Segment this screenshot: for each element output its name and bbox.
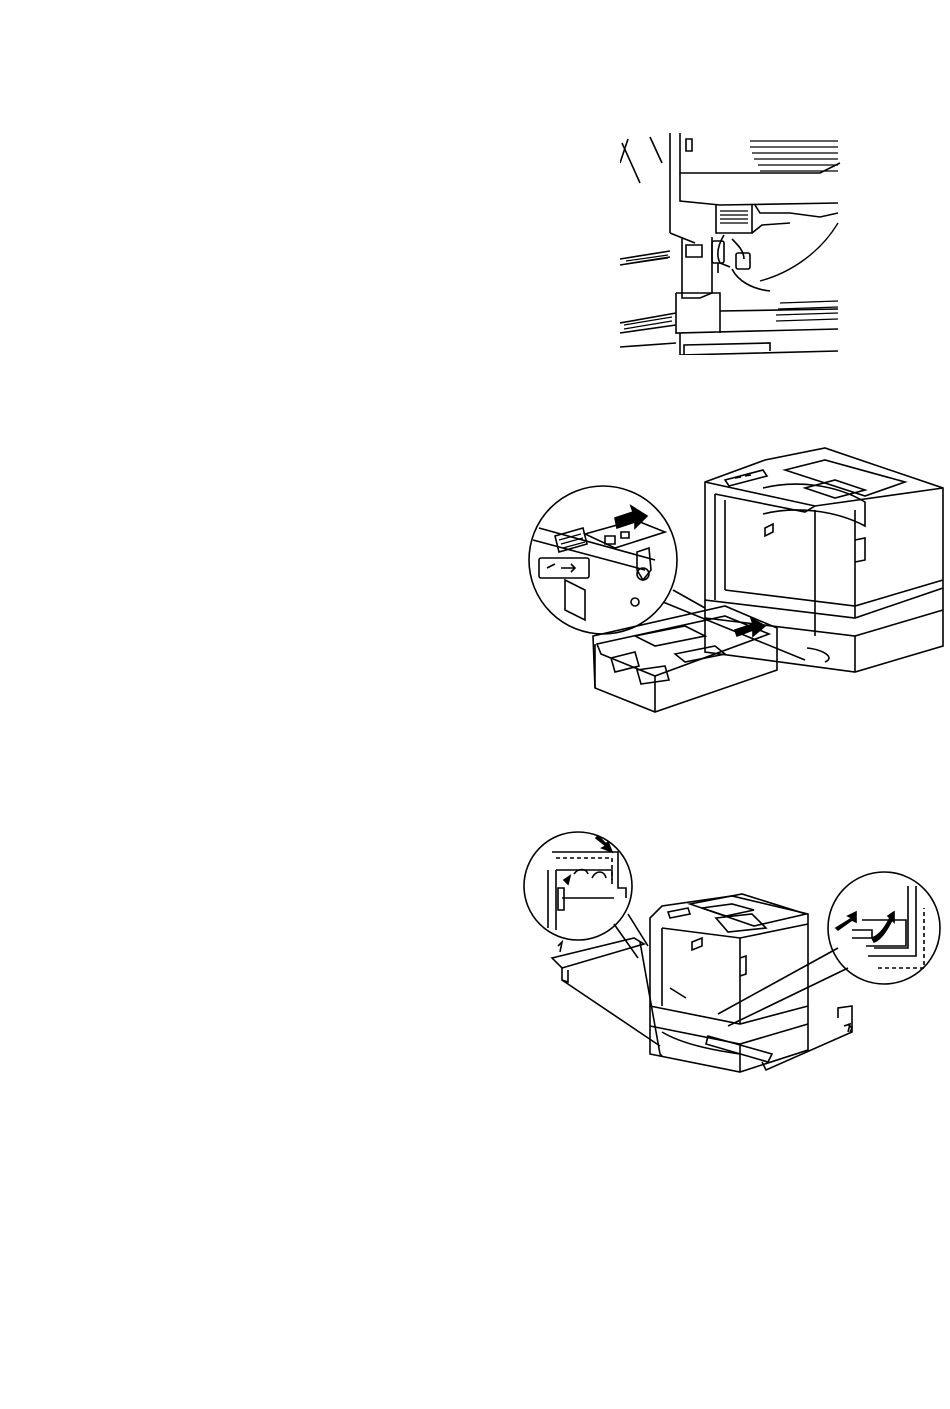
printer-bracket-closeup-icon	[522, 818, 946, 1080]
printer-connector-closeup-icon	[620, 133, 842, 355]
figure-attach-side-brackets	[522, 818, 946, 1080]
printer-paper-tray-closeup-icon	[525, 440, 945, 732]
figure-remove-paper-tray	[525, 440, 945, 732]
figure-lower-tray-connector	[620, 133, 842, 355]
